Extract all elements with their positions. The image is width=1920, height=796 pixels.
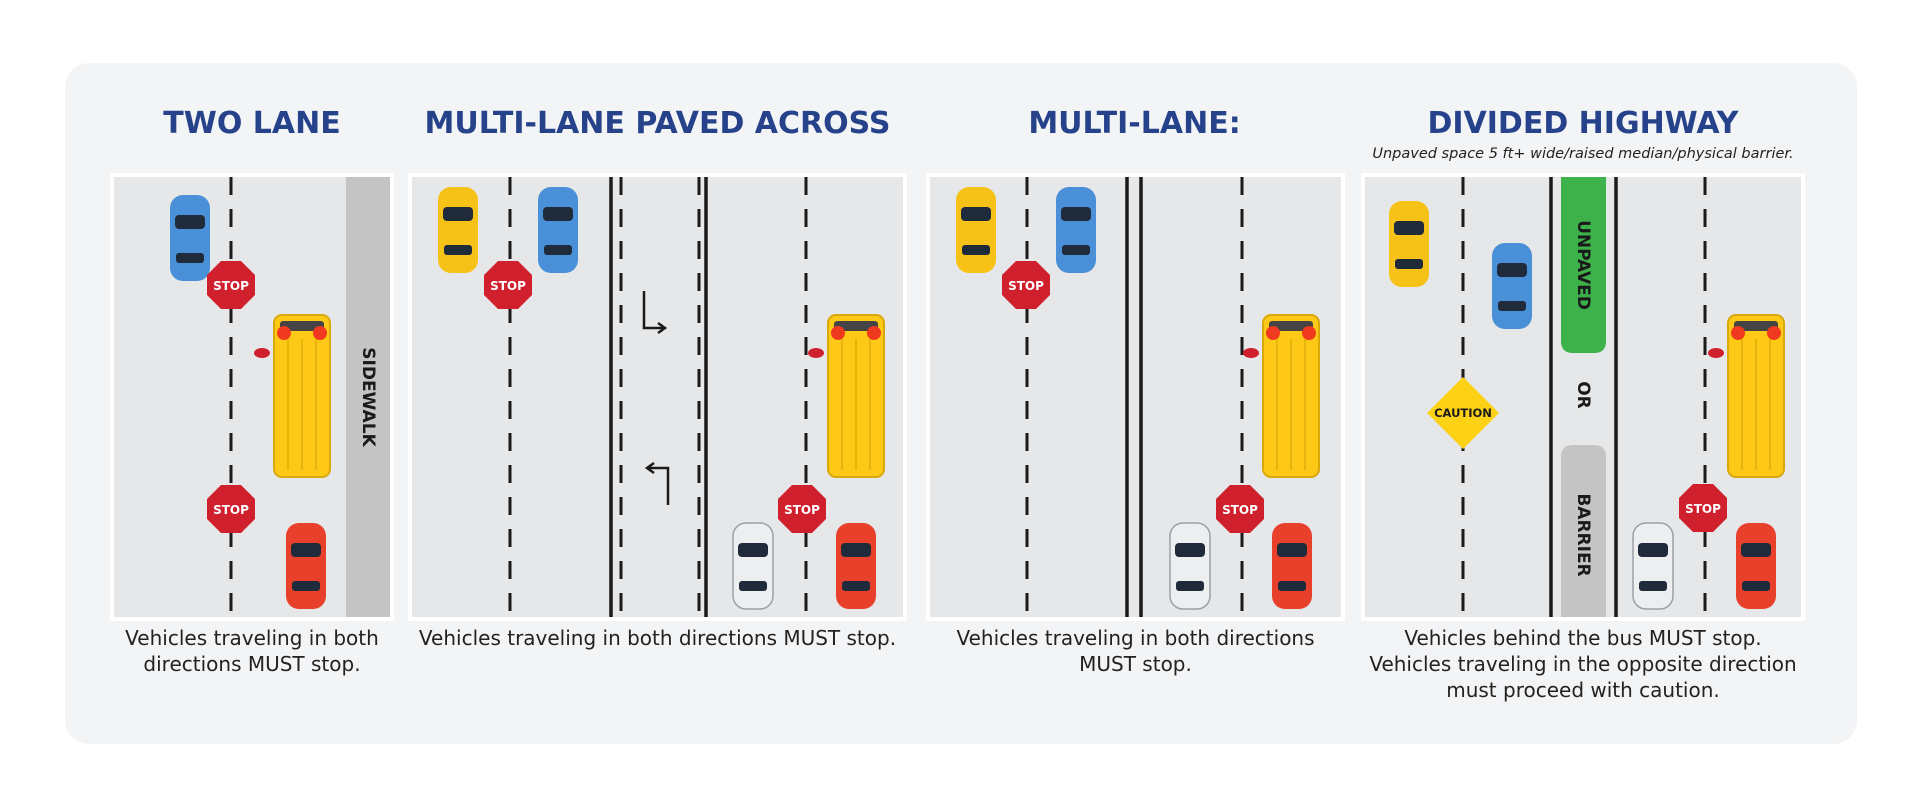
caption-divided-highway: Vehicles behind the bus MUST stop. Vehic…	[1350, 625, 1816, 703]
car-blue	[170, 195, 210, 281]
barrier-median	[1561, 445, 1606, 617]
divided-highway-subtitle: Unpaved space 5 ft+ wide/raised median/p…	[1372, 146, 1794, 162]
diagram-multi-lane-paved-across: STOP STOP	[408, 173, 907, 621]
school-bus	[808, 314, 885, 478]
barrier-label: BARRIER	[1573, 493, 1593, 576]
unpaved-median	[1561, 177, 1606, 353]
car-blue	[1492, 243, 1532, 329]
car-white	[1632, 522, 1674, 610]
section-title-multi-lane-paved-across: MULTI-LANE PAVED ACROSS	[424, 106, 891, 141]
stop-sign-lower-text: STOP	[1222, 503, 1258, 517]
stop-sign-upper-text: STOP	[1008, 279, 1044, 293]
caption-line: Vehicles traveling in both directions	[956, 626, 1315, 650]
diagram-divided-highway: UNPAVED OR BARRIER CAUTION STOP	[1361, 173, 1805, 621]
turn-arrow-left	[644, 461, 670, 505]
section-title-two-lane: TWO LANE	[163, 106, 341, 141]
stop-sign-lower-text: STOP	[784, 503, 820, 517]
stop-sign-upper: STOP	[484, 261, 532, 309]
caption-line: MUST stop.	[1079, 652, 1192, 676]
car-yellow	[438, 187, 478, 273]
stop-sign-lower-text: STOP	[1685, 502, 1721, 516]
stop-sign-lower: STOP	[1216, 485, 1264, 533]
section-title-divided-highway: DIVIDED HIGHWAY	[1427, 106, 1739, 141]
diagram-multi-lane: STOP STOP	[926, 173, 1345, 621]
caption-line: Vehicles traveling in both directions MU…	[418, 626, 897, 650]
car-red	[836, 523, 876, 609]
car-red	[286, 523, 326, 609]
diagram-two-lane: SIDEWALK STOP STOP	[110, 173, 394, 621]
caption-multi-lane: Vehicles traveling in both directions MU…	[926, 625, 1345, 677]
caution-sign: CAUTION	[1427, 377, 1499, 449]
stop-sign-upper-text: STOP	[213, 279, 249, 293]
car-blue	[1056, 187, 1096, 273]
stop-sign-upper: STOP	[1002, 261, 1050, 309]
sidewalk-label: SIDEWALK	[358, 347, 378, 447]
caption-two-lane: Vehicles traveling in both directions MU…	[110, 625, 394, 677]
car-yellow	[956, 187, 996, 273]
car-red	[1736, 523, 1776, 609]
stop-sign-lower: STOP	[778, 485, 826, 533]
turn-arrow-right	[642, 291, 668, 335]
stop-sign-upper: STOP	[207, 261, 255, 309]
stop-sign-lower: STOP	[207, 485, 255, 533]
stop-sign-upper-text: STOP	[490, 279, 526, 293]
caption-line: Vehicles behind the bus MUST stop.	[1404, 626, 1762, 650]
section-title-multi-lane: MULTI-LANE:	[1028, 106, 1241, 141]
stop-sign-lower: STOP	[1679, 484, 1727, 532]
caution-sign-text: CAUTION	[1434, 406, 1492, 420]
stop-sign-lower-text: STOP	[213, 503, 249, 517]
caption-line: directions MUST stop.	[143, 652, 361, 676]
or-label: OR	[1573, 381, 1593, 409]
caption-line: Vehicles traveling in both	[125, 626, 379, 650]
caption-multi-lane-paved-across: Vehicles traveling in both directions MU…	[408, 625, 907, 651]
car-blue	[538, 187, 578, 273]
car-white	[732, 522, 774, 610]
school-bus	[254, 314, 331, 478]
school-bus	[1708, 314, 1785, 478]
caption-line: Vehicles traveling in the opposite direc…	[1369, 652, 1797, 676]
car-red	[1272, 523, 1312, 609]
car-yellow	[1389, 201, 1429, 287]
unpaved-label: UNPAVED	[1573, 220, 1593, 310]
car-white	[1169, 522, 1211, 610]
caption-line: must proceed with caution.	[1446, 678, 1720, 702]
school-bus	[1243, 314, 1320, 478]
sidewalk	[346, 177, 390, 617]
